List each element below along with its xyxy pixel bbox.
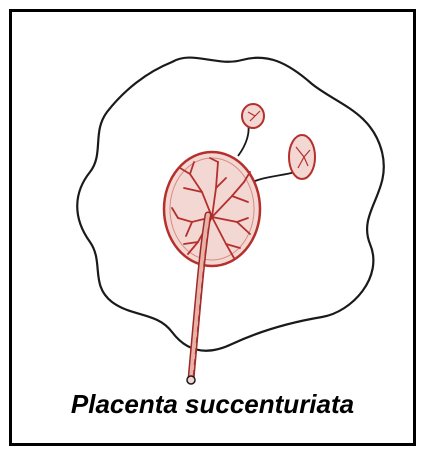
- figure-caption: Placenta succenturiata: [12, 387, 413, 421]
- accessory-lobe-right: [289, 135, 315, 179]
- figure-frame: Placenta succenturiata: [9, 9, 416, 446]
- placenta-illustration: [12, 12, 413, 387]
- vessel-to-upper-lobe: [238, 124, 249, 156]
- main-placenta-disc: [164, 152, 260, 266]
- accessory-lobe-upper: [242, 104, 264, 128]
